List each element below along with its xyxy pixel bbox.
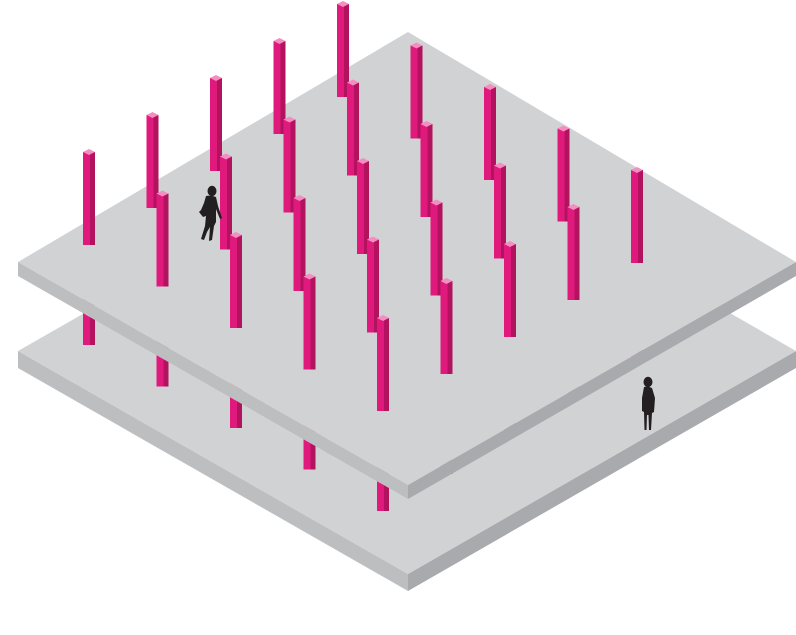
standing-person-icon: [642, 376, 655, 430]
column-upper: [303, 273, 316, 370]
upper-floor-slab: [18, 32, 796, 499]
column-upper: [567, 204, 580, 300]
column-upper: [484, 84, 496, 180]
column-upper: [273, 38, 286, 134]
column-upper: [410, 42, 423, 139]
column-upper: [347, 79, 359, 176]
column-upper: [220, 153, 232, 250]
upper-slab-top: [18, 32, 796, 485]
column-upper: [293, 195, 306, 291]
walking-person-icon: [199, 185, 222, 241]
column-upper: [210, 75, 222, 171]
column-upper: [357, 158, 369, 254]
column-upper: [430, 199, 443, 296]
column-upper: [494, 162, 506, 259]
column-upper: [557, 125, 570, 222]
column-upper: [83, 149, 95, 245]
column-upper: [440, 278, 453, 374]
column-upper: [420, 121, 433, 217]
upper-slab-side-left: [18, 262, 408, 499]
upper-slab-side-right: [408, 262, 796, 499]
lower-slab-side-left: [18, 351, 408, 591]
lower-slab-side-right: [408, 351, 796, 591]
column-upper: [367, 236, 379, 333]
columns-above-upper-slab: [83, 1, 643, 411]
column-upper: [631, 167, 643, 263]
column-upper: [504, 241, 516, 337]
column-upper: [283, 116, 296, 213]
column-upper: [337, 1, 349, 97]
column-upper: [230, 232, 242, 328]
column-upper: [377, 315, 389, 411]
column-upper: [146, 112, 159, 208]
column-upper: [156, 190, 169, 287]
